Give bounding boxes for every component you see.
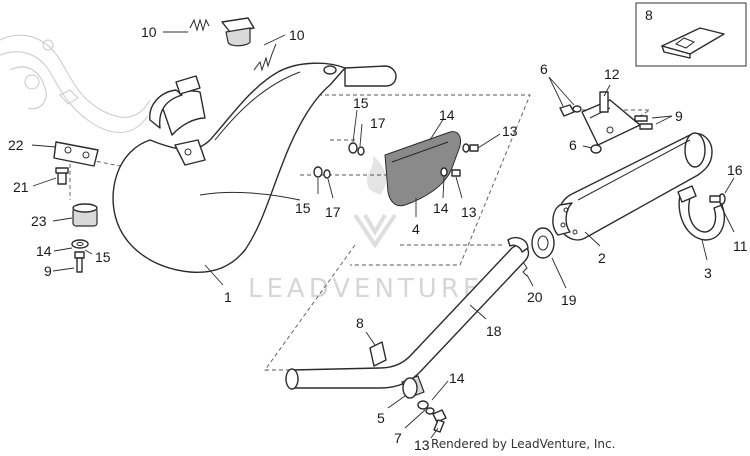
callout-21: 21 [13, 179, 29, 195]
link-pipe-18 [285, 236, 530, 390]
callout-17: 17 [370, 115, 386, 131]
rubber-damper-23 [72, 203, 98, 227]
callout-15: 15 [295, 200, 311, 216]
screw-11 [709, 195, 721, 203]
screw-13-upper [462, 143, 479, 153]
callout-1: 1 [224, 289, 232, 305]
callout-12: 12 [604, 66, 620, 82]
rubber-mount-5 [401, 375, 425, 399]
callout-4: 4 [412, 221, 420, 237]
washer-14-15-left [71, 239, 89, 249]
spring-10-left [189, 18, 210, 32]
bracket-22 [53, 141, 99, 167]
bolt-9-left [74, 251, 85, 273]
callout-14: 14 [439, 107, 455, 123]
spring-20 [522, 261, 528, 277]
watermark: LEADVENTURE [248, 155, 483, 304]
nut-6-upper [559, 104, 582, 117]
spring-10-right [253, 43, 277, 72]
washer-7-bottom [425, 407, 435, 415]
callout-10: 10 [141, 24, 157, 40]
washer-14-bottom [417, 400, 429, 410]
clamp-3 [677, 185, 725, 241]
inset-label: 8 [645, 7, 653, 23]
callout-13: 13 [461, 204, 477, 220]
callout-23: 23 [31, 213, 47, 229]
callout-9: 9 [44, 263, 52, 279]
bracket-12 [581, 91, 641, 146]
washers-15-17-upper [348, 142, 365, 156]
callout-14: 14 [36, 243, 52, 259]
leader-lines [31, 31, 735, 439]
frame-ghost-outline [0, 34, 151, 134]
callout-8: 8 [356, 315, 364, 331]
callout-16: 16 [727, 162, 743, 178]
callout-10: 10 [289, 27, 305, 43]
callout-3: 3 [704, 265, 712, 281]
bolt-13-bottom [432, 409, 447, 433]
nut-6-lower [590, 144, 602, 154]
bolts-9-right [634, 115, 653, 130]
callout-15: 15 [95, 249, 111, 265]
callout-7: 7 [394, 430, 402, 446]
inset-box-part-8: 8 [635, 2, 747, 67]
silencer-2 [552, 132, 713, 241]
callout-labels: 10 10 22 21 23 14 15 9 1 15 17 15 17 14 … [8, 24, 748, 453]
expansion-chamber-1 [112, 62, 397, 273]
callout-14: 14 [449, 370, 465, 386]
callout-22: 22 [8, 137, 24, 153]
callout-9: 9 [675, 108, 683, 124]
watermark-text: LEADVENTURE [248, 274, 483, 304]
callout-2: 2 [598, 250, 606, 266]
callout-19: 19 [561, 292, 577, 308]
gasket-19 [531, 227, 555, 259]
callout-11: 11 [733, 238, 748, 254]
callout-6: 6 [540, 61, 548, 77]
callout-13: 13 [414, 437, 430, 453]
credit-text: Rendered by LeadVenture, Inc. [431, 437, 615, 451]
heat-shield-4 [384, 131, 461, 207]
callout-14: 14 [433, 200, 449, 216]
bolt-21 [55, 167, 69, 185]
callout-17: 17 [325, 204, 341, 220]
callout-13: 13 [502, 123, 518, 139]
callout-20: 20 [527, 289, 543, 305]
washers-15-17-lower [313, 166, 331, 179]
callout-15: 15 [353, 95, 369, 111]
rubber-mount-top [221, 17, 255, 47]
screw-13-lower [440, 167, 461, 177]
callout-6: 6 [569, 137, 577, 153]
callout-5: 5 [377, 410, 385, 426]
callout-18: 18 [486, 323, 502, 339]
